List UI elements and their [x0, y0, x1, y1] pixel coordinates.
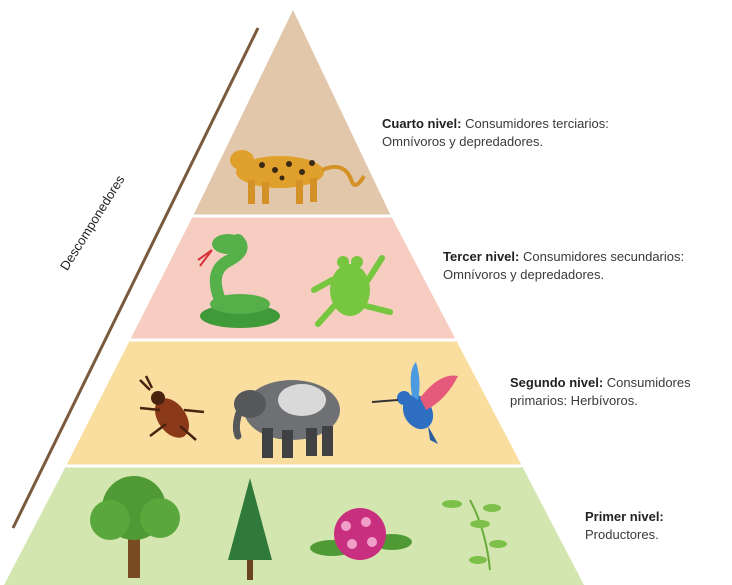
level-tercer-line2: Omnívoros y depredadores. [443, 267, 604, 282]
level-segundo-line1: Consumidores [607, 375, 691, 390]
level-cuarto-line1: Consumidores terciarios: [465, 116, 609, 131]
level-tercer-line1: Consumidores secundarios: [523, 249, 684, 264]
level-cuarto-text: Cuarto nivel: Consumidores terciarios: O… [382, 115, 609, 151]
level-tercer-text: Tercer nivel: Consumidores secundarios: … [443, 248, 684, 284]
level-segundo-text: Segundo nivel: Consumidores primarios: H… [510, 374, 691, 410]
tier-tercer [130, 216, 456, 340]
level-tercer-title: Tercer nivel: [443, 249, 519, 264]
level-primer-title: Primer nivel: [585, 509, 664, 524]
level-primer-line2: Productores. [585, 527, 659, 542]
level-segundo-title: Segundo nivel: [510, 375, 603, 390]
level-cuarto-line2: Omnívoros y depredadores. [382, 134, 543, 149]
level-segundo-line2: primarios: Herbívoros. [510, 393, 638, 408]
level-cuarto-title: Cuarto nivel: [382, 116, 461, 131]
level-primer-text: Primer nivel: Productores. [585, 508, 664, 544]
